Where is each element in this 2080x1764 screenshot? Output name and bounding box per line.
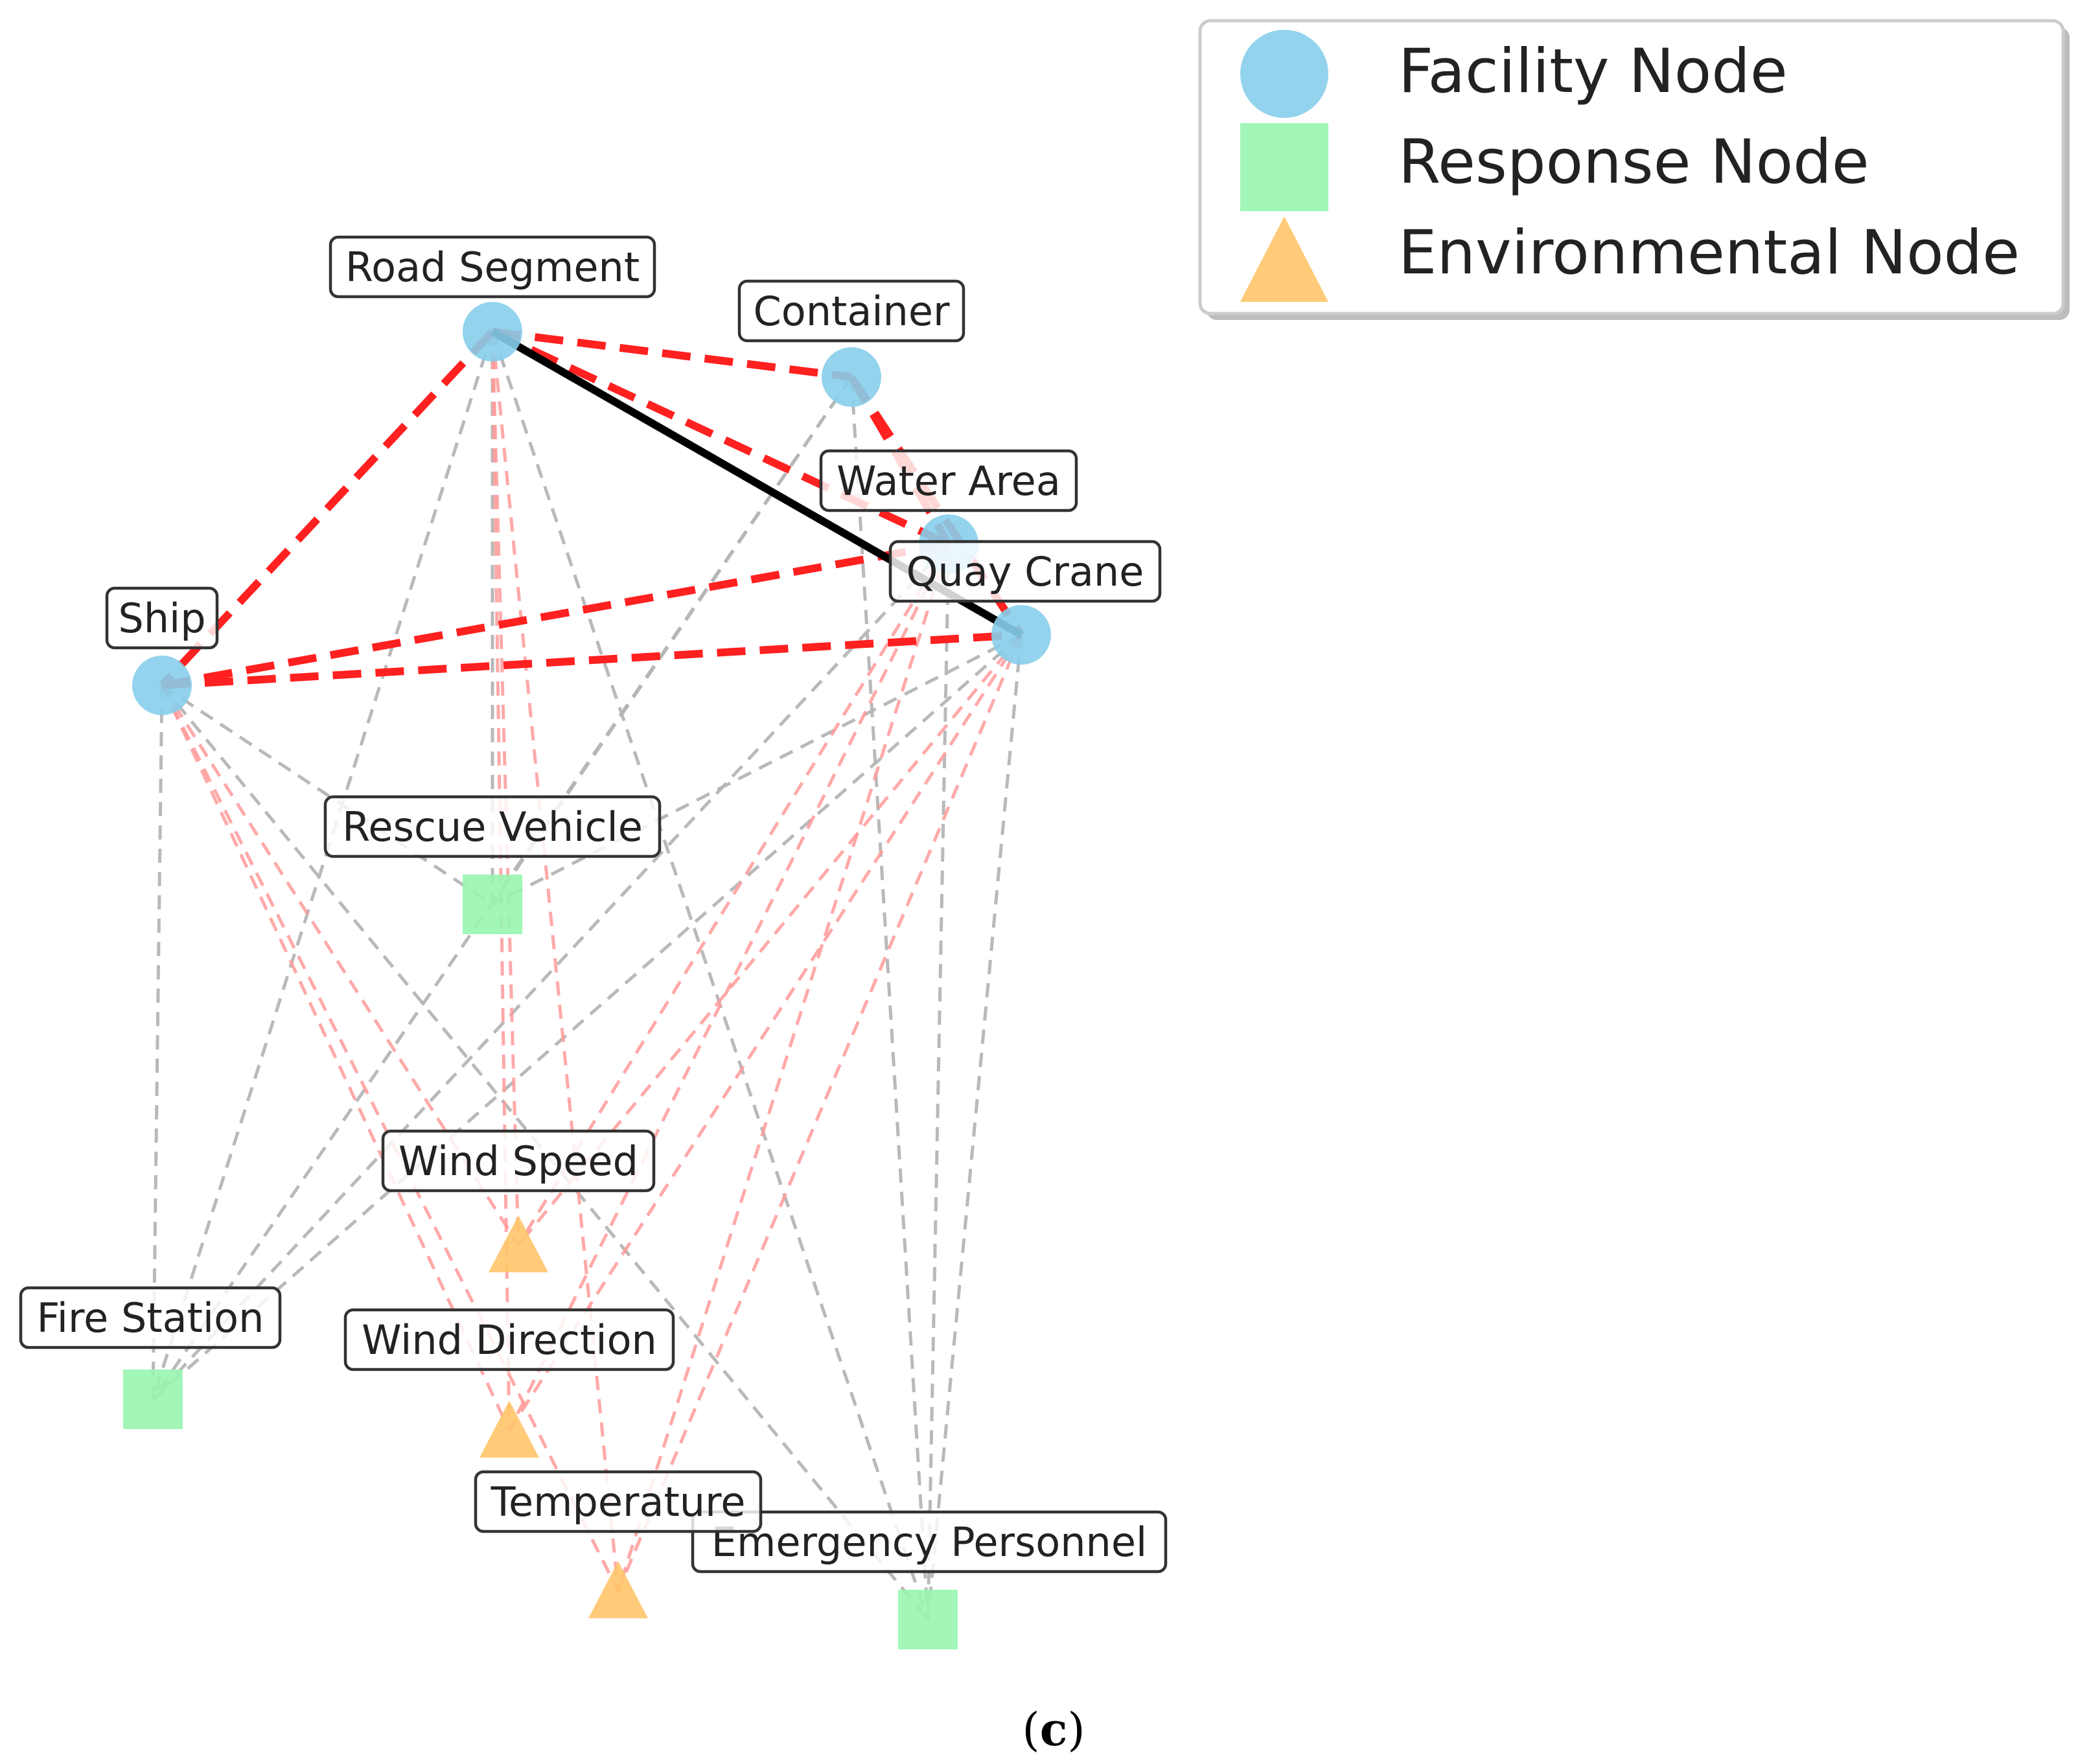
edge-quay-crane-to-temperature bbox=[616, 634, 1023, 1592]
edge-quay-crane-to-fire-station bbox=[152, 634, 1023, 1401]
caption-letter: c bbox=[1040, 1702, 1068, 1756]
node-label-temperature: Temperature bbox=[474, 1470, 763, 1533]
edge-road-segment-to-container bbox=[492, 328, 852, 381]
node-label-text: Wind Speed bbox=[399, 1138, 638, 1185]
node-label-text: Wind Direction bbox=[362, 1316, 657, 1364]
edge-water-area-to-fire-station bbox=[152, 543, 950, 1401]
node-label-fire-station: Fire Station bbox=[19, 1286, 282, 1349]
node-label-wind-speed: Wind Speed bbox=[381, 1129, 656, 1193]
node-label-text: Rescue Vehicle bbox=[342, 803, 643, 851]
node-label-box bbox=[474, 1470, 763, 1533]
node-label-emergency-personnel: Emergency Personnel bbox=[691, 1510, 1168, 1574]
node-quay-crane-facility-marker bbox=[991, 605, 1051, 665]
edge-road-segment-to-emergency-personnel bbox=[491, 331, 930, 1620]
node-emergency-personnel-response-marker bbox=[898, 1590, 958, 1649]
legend-environmental-triangle-icon bbox=[1240, 216, 1328, 302]
legend-response-label: Response Node bbox=[1398, 127, 1869, 198]
node-label-box bbox=[819, 449, 1078, 512]
node-label-box bbox=[19, 1286, 282, 1349]
node-label-ship: Ship bbox=[105, 586, 219, 650]
node-label-text: Quay Crane bbox=[907, 548, 1144, 595]
node-rescue-vehicle-response-marker bbox=[463, 875, 522, 934]
node-label-wind-direction: Wind Direction bbox=[343, 1308, 675, 1371]
edge-water-area-to-emergency-personnel bbox=[926, 544, 951, 1620]
edge-road-segment-to-fire-station bbox=[151, 331, 494, 1400]
caption-open-paren: ( bbox=[1022, 1703, 1039, 1756]
edge-road-segment-to-temperature bbox=[491, 331, 620, 1592]
node-label-text: Road Segment bbox=[345, 244, 640, 291]
edge-ship-to-wind-direction bbox=[160, 684, 511, 1432]
node-road-segment-facility-marker bbox=[463, 302, 522, 361]
node-label-box bbox=[691, 1510, 1168, 1574]
figure-caption: (c) bbox=[1022, 1702, 1085, 1756]
node-label-box bbox=[381, 1129, 656, 1193]
node-label-box bbox=[737, 279, 965, 343]
edge-ship-to-wind-speed bbox=[160, 684, 520, 1246]
edge-ship-to-fire-station bbox=[151, 685, 164, 1400]
edge-quay-crane-to-rescue-vehicle bbox=[491, 633, 1023, 906]
legend-facility-circle-icon bbox=[1240, 30, 1328, 118]
caption-close-paren: ) bbox=[1067, 1703, 1085, 1756]
node-label-text: Emergency Personnel bbox=[711, 1518, 1147, 1566]
node-label-box bbox=[323, 795, 662, 858]
legend: Facility Node Response Node Environmenta… bbox=[1198, 19, 2070, 320]
node-label-text: Temperature bbox=[491, 1478, 746, 1526]
node-fire-station-response-marker bbox=[123, 1369, 183, 1429]
edges-layer bbox=[151, 328, 1025, 1621]
node-label-water-area: Water Area bbox=[819, 449, 1078, 512]
node-label-text: Water Area bbox=[837, 457, 1061, 505]
node-label-text: Ship bbox=[118, 595, 205, 642]
edge-water-area-to-temperature bbox=[616, 544, 951, 1592]
legend-response-square-icon bbox=[1240, 123, 1328, 211]
edge-water-area-to-wind-direction bbox=[507, 543, 951, 1432]
node-label-box bbox=[105, 586, 219, 650]
node-label-text: Container bbox=[754, 288, 950, 335]
edge-ship-to-temperature bbox=[160, 684, 620, 1592]
node-label-quay-crane: Quay Crane bbox=[888, 540, 1162, 603]
node-container-facility-marker bbox=[822, 347, 881, 407]
node-wind-speed-environmental-marker bbox=[489, 1215, 548, 1272]
node-label-box bbox=[343, 1308, 675, 1371]
edge-road-segment-to-wind-speed bbox=[491, 331, 520, 1246]
node-temperature-environmental-marker bbox=[588, 1561, 648, 1618]
node-wind-direction-environmental-marker bbox=[480, 1401, 539, 1458]
legend-facility-label: Facility Node bbox=[1398, 36, 1788, 107]
node-ship-facility-marker bbox=[132, 656, 192, 715]
nodes-layer bbox=[123, 302, 1051, 1649]
edge-quay-crane-to-wind-direction bbox=[507, 634, 1023, 1432]
edge-ship-to-quay-crane bbox=[161, 631, 1022, 689]
edge-ship-to-emergency-personnel bbox=[161, 684, 929, 1621]
node-label-road-segment: Road Segment bbox=[329, 235, 656, 299]
legend-box bbox=[1198, 19, 2065, 315]
edge-ship-to-water-area bbox=[161, 540, 950, 689]
node-label-rescue-vehicle: Rescue Vehicle bbox=[323, 795, 662, 858]
node-label-box bbox=[888, 540, 1162, 603]
legend-environmental-label: Environmental Node bbox=[1398, 218, 2020, 288]
edge-water-area-to-wind-speed bbox=[516, 543, 951, 1246]
edge-quay-crane-to-emergency-personnel bbox=[926, 634, 1023, 1620]
edge-ship-to-rescue-vehicle bbox=[161, 683, 494, 906]
edge-container-to-emergency-personnel bbox=[849, 376, 930, 1620]
node-label-container: Container bbox=[737, 279, 965, 343]
node-label-text: Fire Station bbox=[37, 1294, 264, 1342]
node-label-box bbox=[329, 235, 656, 299]
